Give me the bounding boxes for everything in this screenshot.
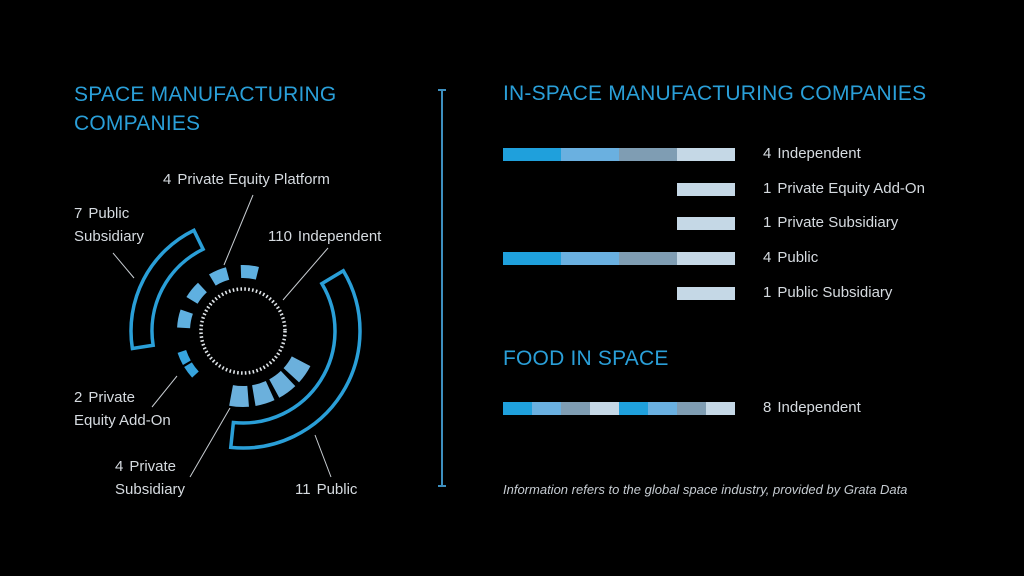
category: Independent [777, 145, 861, 162]
category: Private Equity Add-On [777, 179, 925, 197]
count: 1 [763, 283, 772, 301]
category: Public [88, 205, 130, 222]
segment-pe-addon-block [177, 350, 191, 365]
segment-private-subsidiary-block [283, 356, 311, 383]
bar-segment [503, 252, 561, 266]
label-pe-addon: 2 Private Equity Add-On [74, 386, 171, 432]
label-public-subsidiary: 7 Public Subsidiary [74, 202, 144, 248]
bar-segment [706, 402, 735, 415]
bar-segment [590, 402, 619, 415]
bar [503, 402, 735, 415]
category: Private [88, 389, 136, 406]
bar [503, 286, 735, 300]
bar-label: 4 Independent [763, 145, 861, 163]
segment-private-subsidiary-block [229, 385, 249, 407]
bar-segment [619, 402, 648, 415]
count: 2 [74, 389, 83, 406]
category: Private Subsidiary [777, 214, 899, 232]
count: 4 [763, 249, 772, 267]
bar-segment [503, 148, 561, 161]
count: 1 [763, 179, 772, 197]
leader-lines [112, 194, 332, 478]
count: 4 [763, 145, 772, 162]
bar-segment [677, 148, 735, 161]
bar-segment [503, 402, 532, 415]
count: 7 [74, 205, 83, 222]
bar-segment [677, 182, 735, 196]
leader-private-subsidiary [189, 407, 231, 478]
bar-label: 8 Independent [763, 399, 861, 417]
count: 11 [295, 481, 311, 498]
title-line-1: SPACE MANUFACTURING [74, 83, 337, 106]
segment-pe-platform-block [240, 264, 259, 280]
category: Independent [297, 228, 382, 245]
segment-independent [199, 287, 287, 375]
bar-segment [677, 252, 735, 266]
label-private-subsidiary: 4 Private Subsidiary [115, 455, 185, 501]
bar-segment [648, 402, 677, 415]
leader-public-subsidiary [112, 252, 135, 279]
category: Public [777, 249, 819, 267]
label-pe-platform: 4 Private Equity Platform [163, 168, 330, 191]
radial-chart [112, 194, 362, 478]
space-manufacturing-title: SPACE MANUFACTURING COMPANIES [74, 80, 336, 138]
count: 4 [163, 171, 172, 188]
bar [503, 217, 735, 231]
bar-segment [619, 148, 677, 161]
bar-label: 4 Public [763, 249, 818, 267]
category: Private [129, 458, 177, 475]
count: 110 [268, 228, 292, 245]
bar-segment [677, 217, 735, 231]
leader-independent [282, 247, 329, 301]
category: Public Subsidiary [777, 283, 893, 301]
category-line-2: Subsidiary [115, 481, 186, 498]
bar [503, 252, 735, 266]
segment-pe-platform-block [186, 282, 207, 304]
bar [503, 148, 735, 161]
segment-public [228, 268, 362, 450]
category: Private Equity Platform [177, 171, 330, 188]
category: Independent [777, 399, 861, 416]
bar-segment [561, 252, 619, 266]
segment-private-subsidiary-block [252, 381, 275, 406]
leader-public [314, 434, 332, 478]
category-line-2: Subsidiary [74, 228, 145, 245]
bar-segment [561, 148, 619, 161]
bar-segment [677, 286, 735, 300]
title-line-2: COMPANIES [74, 112, 201, 135]
bar-segment [532, 402, 561, 415]
count: 8 [763, 399, 772, 416]
segment-pe-platform-block [209, 267, 230, 286]
count: 1 [763, 214, 772, 232]
bar-label: 1 Private Subsidiary [763, 214, 898, 232]
bar-segment [619, 252, 677, 266]
count: 4 [115, 458, 124, 475]
label-public: 11 Public [295, 478, 357, 501]
label-independent: 110 Independent [268, 225, 381, 248]
segment-pe-platform-block [177, 309, 193, 329]
segment-private-subsidiary-block [269, 370, 296, 398]
vertical-divider [438, 89, 446, 487]
category: Public [316, 481, 358, 498]
bar-segment [561, 402, 590, 415]
bar-label: 1 Private Equity Add-On [763, 180, 925, 198]
leader-pe-platform [223, 194, 254, 266]
leader-pe-addon [151, 375, 178, 408]
in-space-manufacturing-title: IN-SPACE MANUFACTURING COMPANIES [503, 82, 927, 105]
segment-public-subsidiary [129, 227, 206, 351]
food-in-space-title: FOOD IN SPACE [503, 347, 669, 370]
bar [503, 182, 735, 196]
bar-label: 1 Public Subsidiary [763, 284, 892, 302]
category-line-2: Equity Add-On [74, 412, 171, 429]
segment-pe-addon-block [184, 362, 199, 378]
footnote: Information refers to the global space i… [503, 482, 908, 497]
bar-segment [677, 402, 706, 415]
